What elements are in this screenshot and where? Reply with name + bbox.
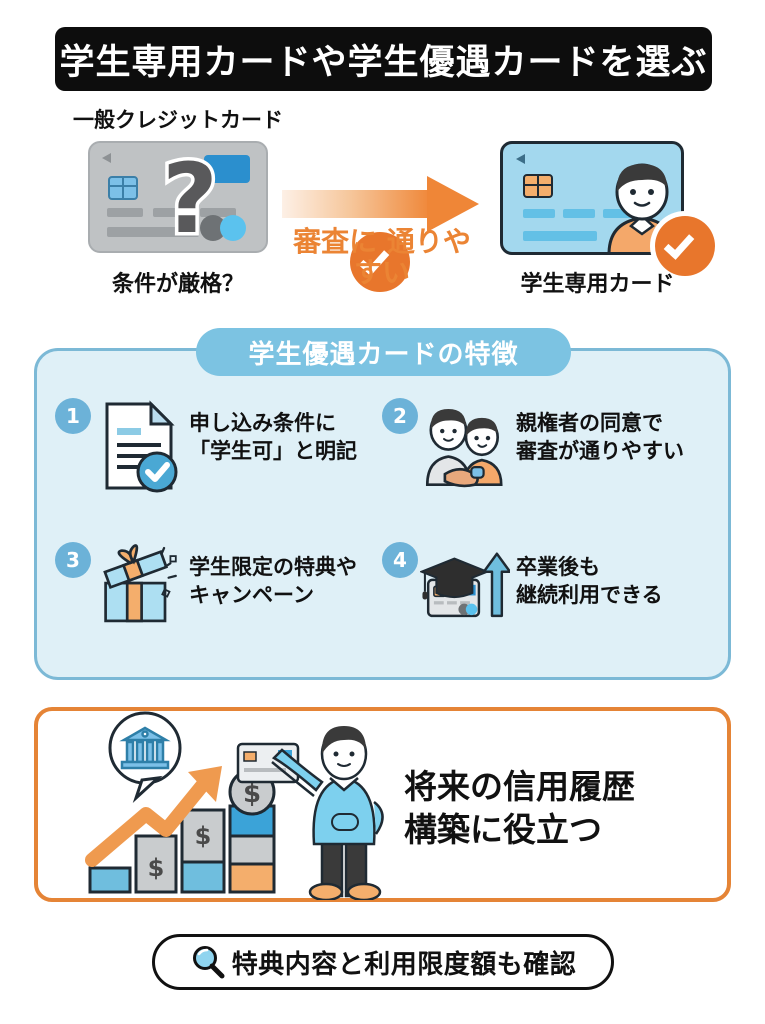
generic-card-caption: 条件が厳格？ <box>111 272 244 297</box>
card-chip-icon <box>523 174 553 198</box>
arrow-body <box>282 190 432 218</box>
card-line <box>523 231 597 241</box>
generic-credit-card-graphic: ? <box>88 141 268 257</box>
arrow-label: 審査に 通りやすい <box>293 225 471 290</box>
transition-arrow-icon <box>282 176 482 232</box>
feature-number-badge: 1 <box>55 398 91 434</box>
page-title-bar: 学生専用カードや学生優遇カードを選ぶ <box>55 27 712 91</box>
student-credit-card-graphic <box>500 141 684 255</box>
feature-item-2: 2 親権者の同意で 審査が通りやすい <box>382 398 684 494</box>
card-corner-triangle-icon <box>516 154 525 164</box>
benefit-text: 将来の信用履歴 構築に役立つ <box>404 767 635 849</box>
card-line <box>523 209 555 218</box>
feature-item-1: 1 申し込み条件に 「学生可」と明記 <box>55 398 357 494</box>
check-badge-icon <box>655 216 715 276</box>
handshake-icon <box>425 409 503 488</box>
feature-text: 親権者の同意で 審査が通りやすい <box>516 411 684 463</box>
features-heading: 学生優遇カードの特徴 <box>196 328 571 376</box>
feature-text: 学生限定の特典や キャンペーン <box>189 555 357 607</box>
card-line <box>153 208 189 217</box>
card-line <box>107 208 143 217</box>
svg-text:$: $ <box>148 854 165 882</box>
feature-number-badge: 3 <box>55 542 91 578</box>
card-comparison-section: 一般クレジットカード ? 条件が厳格？ 審査に 通りやすい <box>0 104 765 304</box>
question-mark-icon: ? <box>159 142 222 257</box>
magnifier-icon <box>192 946 225 979</box>
svg-text:$: $ <box>195 822 212 850</box>
card-line <box>200 208 236 217</box>
feature-item-4: 4 卒業後も 継続利用できる <box>382 542 663 626</box>
document-check-icon <box>105 400 178 493</box>
feature-text: 申し込み条件に 「学生可」と明記 <box>189 411 357 463</box>
check-badge-icon <box>350 232 410 292</box>
card-line <box>563 209 595 218</box>
card-brand-circle-icon <box>220 215 246 241</box>
feature-number-badge: 2 <box>382 398 418 434</box>
student-person-figure <box>271 726 384 900</box>
student-card-label: 学生専用カード <box>520 272 675 297</box>
feature-text: 卒業後も 継続利用できる <box>516 555 663 607</box>
student-portrait-icon <box>607 163 677 252</box>
card-chip-icon <box>108 176 138 200</box>
card-corner-triangle-icon <box>102 153 111 163</box>
svg-text:$: $ <box>243 779 261 809</box>
feature-number-badge: 4 <box>382 542 418 578</box>
card-blue-box-icon <box>204 155 250 183</box>
generic-card-label: 一般クレジットカード <box>73 108 283 132</box>
footer-note-pill: 特典内容と利用限度額も確認 <box>152 934 614 990</box>
graduation-card-arrow-icon <box>420 552 510 618</box>
gift-box-icon <box>103 544 177 623</box>
card-line <box>603 209 635 218</box>
feature-item-3: 3 学生限定の特典や キャンペーン <box>55 542 357 626</box>
check-mark-icon <box>663 228 695 260</box>
arrow-head <box>427 176 479 232</box>
page-title: 学生専用カードや学生優遇カードを選ぶ <box>59 42 708 83</box>
credit-growth-chart-illustration: $ $ $ <box>85 711 384 900</box>
footer-note-text: 特典内容と利用限度額も確認 <box>231 949 577 980</box>
card-line <box>107 227 199 237</box>
